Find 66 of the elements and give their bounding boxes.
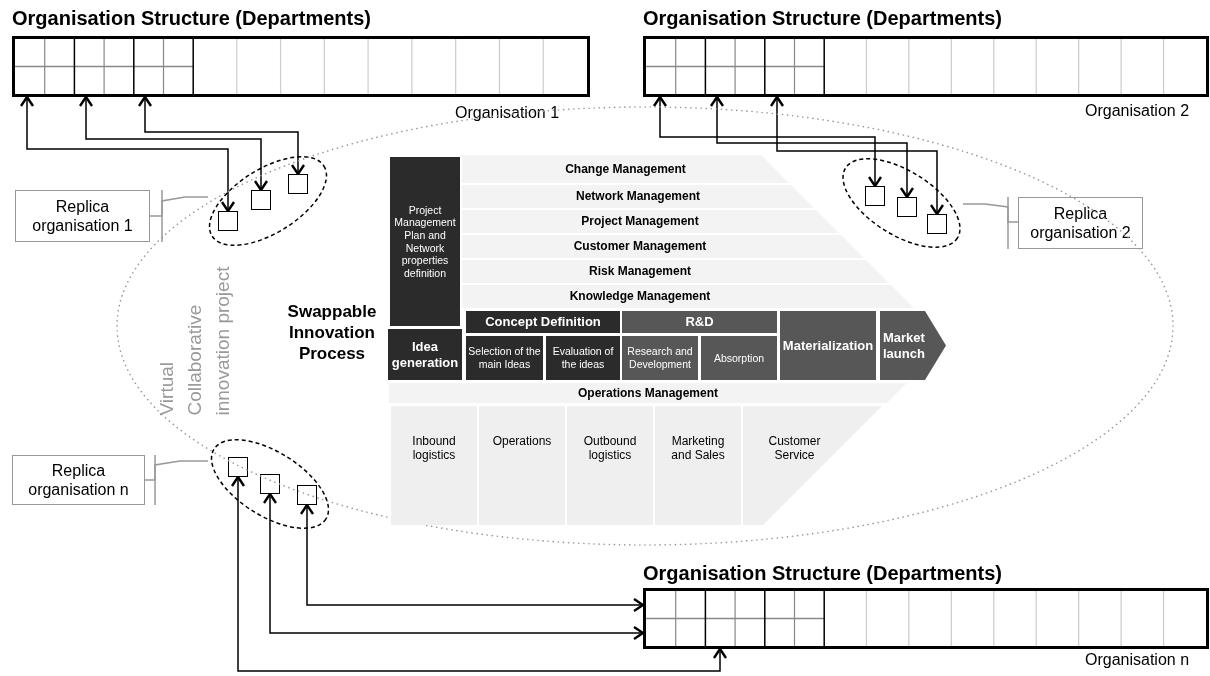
double-headed-arrow — [19, 95, 236, 213]
process-block: Materialization — [780, 311, 876, 380]
activity-block: Inbound logistics — [391, 406, 477, 525]
management-band: Change Management — [462, 155, 789, 183]
node-label: Customer Service — [768, 434, 821, 463]
process-block: Concept Definition — [466, 311, 620, 333]
dashed-ellipse — [840, 160, 963, 246]
replica-label-box: Replica organisation n — [12, 455, 145, 505]
management-band: Project Management — [462, 210, 839, 233]
replica-square — [297, 485, 317, 505]
double-headed-arrow — [299, 503, 645, 613]
activity-block: Customer Service — [743, 406, 882, 525]
management-band: Operations Management — [389, 383, 907, 403]
node-label: Project Management — [581, 214, 699, 229]
double-headed-arrow — [230, 475, 728, 672]
dashed-ellipse — [208, 442, 332, 526]
process-block: R&D — [622, 311, 777, 333]
node-label: Change Management — [565, 161, 686, 176]
process-title: Swappable Innovation Process — [286, 300, 378, 365]
replica-label-box: Replica organisation 1 — [15, 190, 150, 242]
management-band: Network Management — [462, 185, 814, 208]
node-label: Marketing and Sales — [671, 434, 725, 463]
replica-square — [897, 197, 917, 217]
node-label: Inbound logistics — [412, 434, 456, 463]
activity-block: Outbound logistics — [567, 406, 653, 525]
process-block: Idea generation — [388, 329, 462, 380]
node-label: Customer Management — [573, 239, 707, 254]
ellipse-label: Virtual Collaborative innovation project — [154, 265, 234, 415]
node-label: Network Management — [575, 189, 701, 204]
process-block: Evaluation of the ideas — [546, 336, 620, 380]
management-band: Customer Management — [462, 235, 864, 258]
double-headed-arrow — [709, 95, 915, 199]
organisation-name: Organisation n — [1085, 651, 1190, 669]
management-band: Knowledge Management — [462, 285, 914, 308]
chevron-block: Market launch — [880, 311, 946, 380]
replica-square — [865, 186, 885, 206]
double-headed-arrow — [78, 95, 269, 192]
double-headed-arrow — [769, 95, 945, 216]
node-label: Operations — [492, 434, 552, 448]
leader-line — [149, 196, 209, 217]
leader-line — [962, 203, 1019, 223]
management-band: Risk Management — [462, 260, 889, 283]
node-label: Outbound logistics — [583, 434, 637, 463]
replica-square — [927, 214, 947, 234]
organisation-name: Organisation 2 — [1085, 102, 1190, 120]
replica-square — [288, 174, 308, 194]
org-structure-heading: Organisation Structure (Departments) — [643, 6, 1002, 30]
replica-square — [251, 190, 271, 210]
double-headed-arrow — [652, 95, 883, 188]
node-label: Risk Management — [588, 264, 692, 279]
activity-block: Operations — [479, 406, 565, 525]
leader-line — [144, 460, 209, 481]
double-headed-arrow — [137, 95, 306, 176]
activity-block: Marketing and Sales — [655, 406, 741, 525]
double-headed-arrow — [262, 492, 645, 641]
org-structure-heading: Organisation Structure (Departments) — [643, 561, 1002, 585]
replica-square — [228, 457, 248, 477]
replica-square — [218, 211, 238, 231]
process-block: Project Management Plan and Network properties definition — [390, 157, 460, 326]
organisation-name: Organisation 1 — [455, 104, 560, 122]
node-label: Knowledge Management — [569, 289, 711, 304]
process-block: Absorption — [701, 336, 777, 380]
process-block: Selection of the main Ideas — [466, 336, 543, 380]
replica-square — [260, 474, 280, 494]
org-structure-heading: Organisation Structure (Departments) — [12, 6, 371, 30]
process-block: Research and Development — [622, 336, 698, 380]
